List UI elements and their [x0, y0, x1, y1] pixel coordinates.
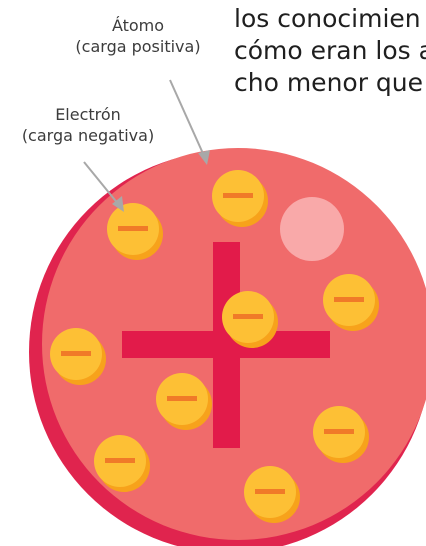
electron-label: Electrón (carga negativa)	[0, 104, 176, 146]
electron	[94, 435, 150, 492]
electron	[50, 328, 106, 385]
atom-highlight	[280, 197, 344, 261]
atom-arrowhead	[198, 150, 210, 165]
electron	[313, 406, 369, 463]
body-text-line: cho menor que	[234, 68, 424, 97]
atom-label-line1: Átomo	[111, 16, 165, 35]
electron-label-line2: (carga negativa)	[21, 126, 155, 145]
atom-pointer-arrow	[169, 79, 206, 159]
electron	[244, 466, 300, 523]
body-text-line: cómo eran los a	[234, 36, 426, 65]
electrons	[50, 170, 379, 523]
electron-label-line1: Electrón	[55, 105, 121, 124]
electron	[156, 373, 212, 430]
electron	[222, 291, 278, 348]
leader-arrows	[83, 79, 210, 212]
body-text-line: los conocimien	[234, 4, 421, 33]
electron-pointer-arrow	[83, 161, 120, 206]
positive-charge-sign	[122, 242, 330, 448]
electron-arrowhead	[112, 196, 124, 212]
electron	[212, 170, 268, 227]
atom-label: Átomo (carga positiva)	[38, 15, 238, 57]
atom-label-line2: (carga positiva)	[75, 37, 201, 56]
electron	[107, 203, 163, 260]
cross-horizontal	[122, 331, 330, 358]
electron	[323, 274, 379, 331]
